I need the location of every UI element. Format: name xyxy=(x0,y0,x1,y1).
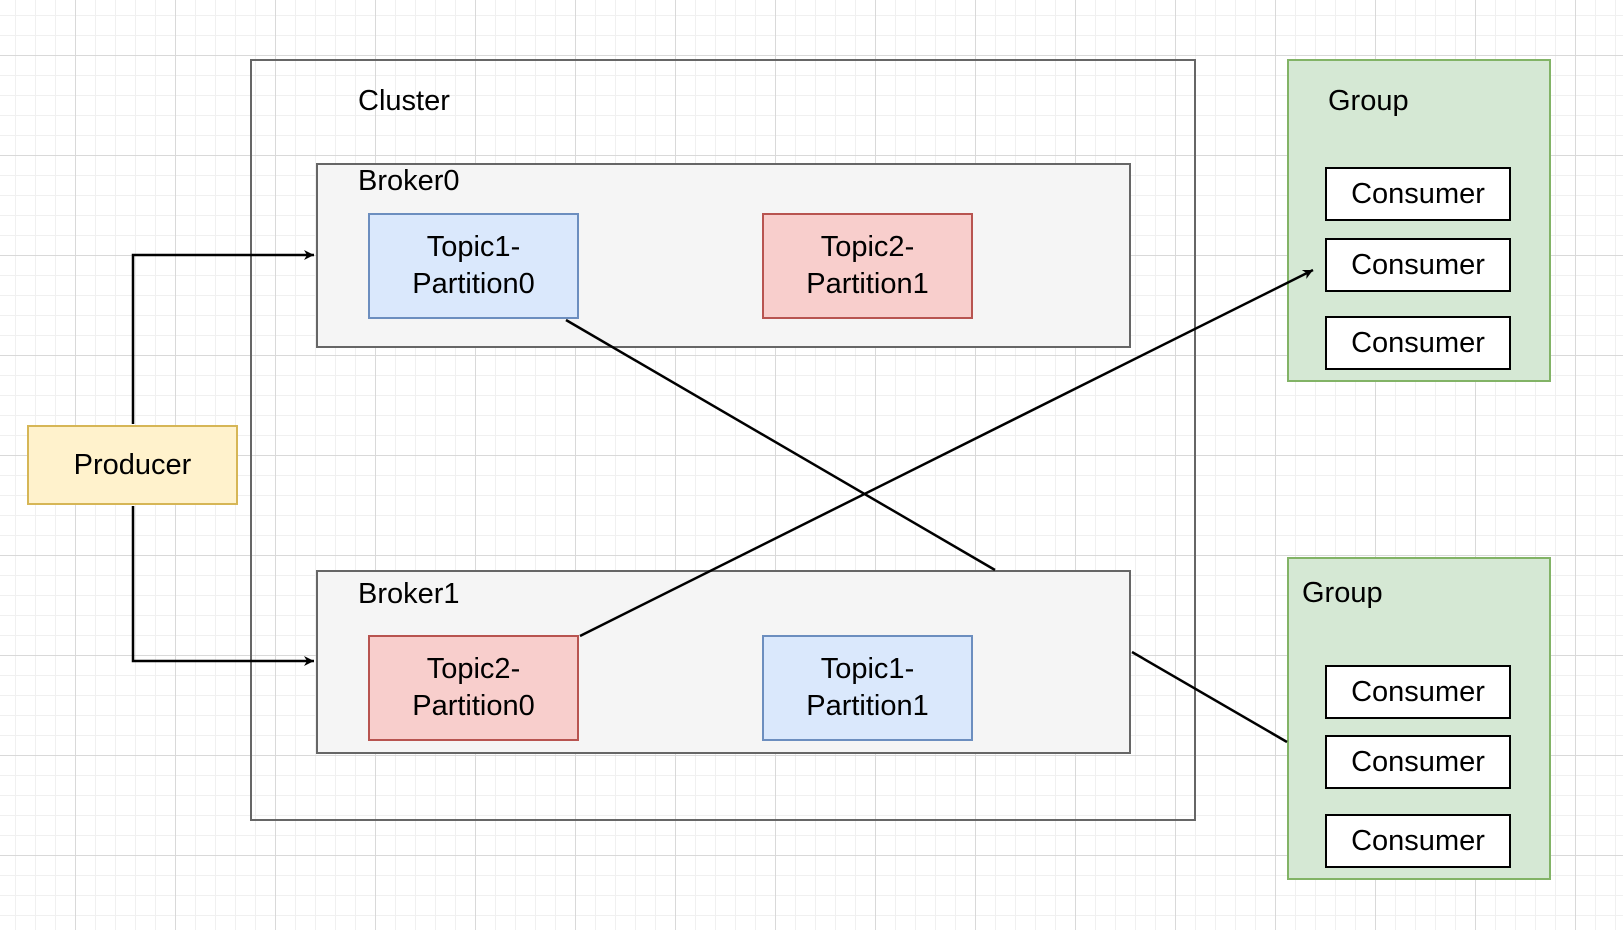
group2-consumer-1[interactable]: Consumer xyxy=(1325,665,1511,719)
group1-consumer-3[interactable]: Consumer xyxy=(1325,316,1511,370)
partition-topic1-partition1[interactable]: Topic1- Partition1 xyxy=(762,635,973,741)
group2-consumer-3[interactable]: Consumer xyxy=(1325,814,1511,868)
partition-topic1-partition0[interactable]: Topic1- Partition0 xyxy=(368,213,579,319)
group2-label: Group xyxy=(1302,577,1383,609)
group1-label: Group xyxy=(1328,85,1409,117)
partition-topic2-partition0[interactable]: Topic2- Partition0 xyxy=(368,635,579,741)
broker0-label: Broker0 xyxy=(358,165,460,197)
producer-node[interactable]: Producer xyxy=(27,425,238,505)
group2-consumer-2[interactable]: Consumer xyxy=(1325,735,1511,789)
broker1-label: Broker1 xyxy=(358,578,460,610)
cluster-label: Cluster xyxy=(358,85,450,117)
group1-consumer-1[interactable]: Consumer xyxy=(1325,167,1511,221)
partition-topic2-partition1[interactable]: Topic2- Partition1 xyxy=(762,213,973,319)
group1-consumer-2[interactable]: Consumer xyxy=(1325,238,1511,292)
